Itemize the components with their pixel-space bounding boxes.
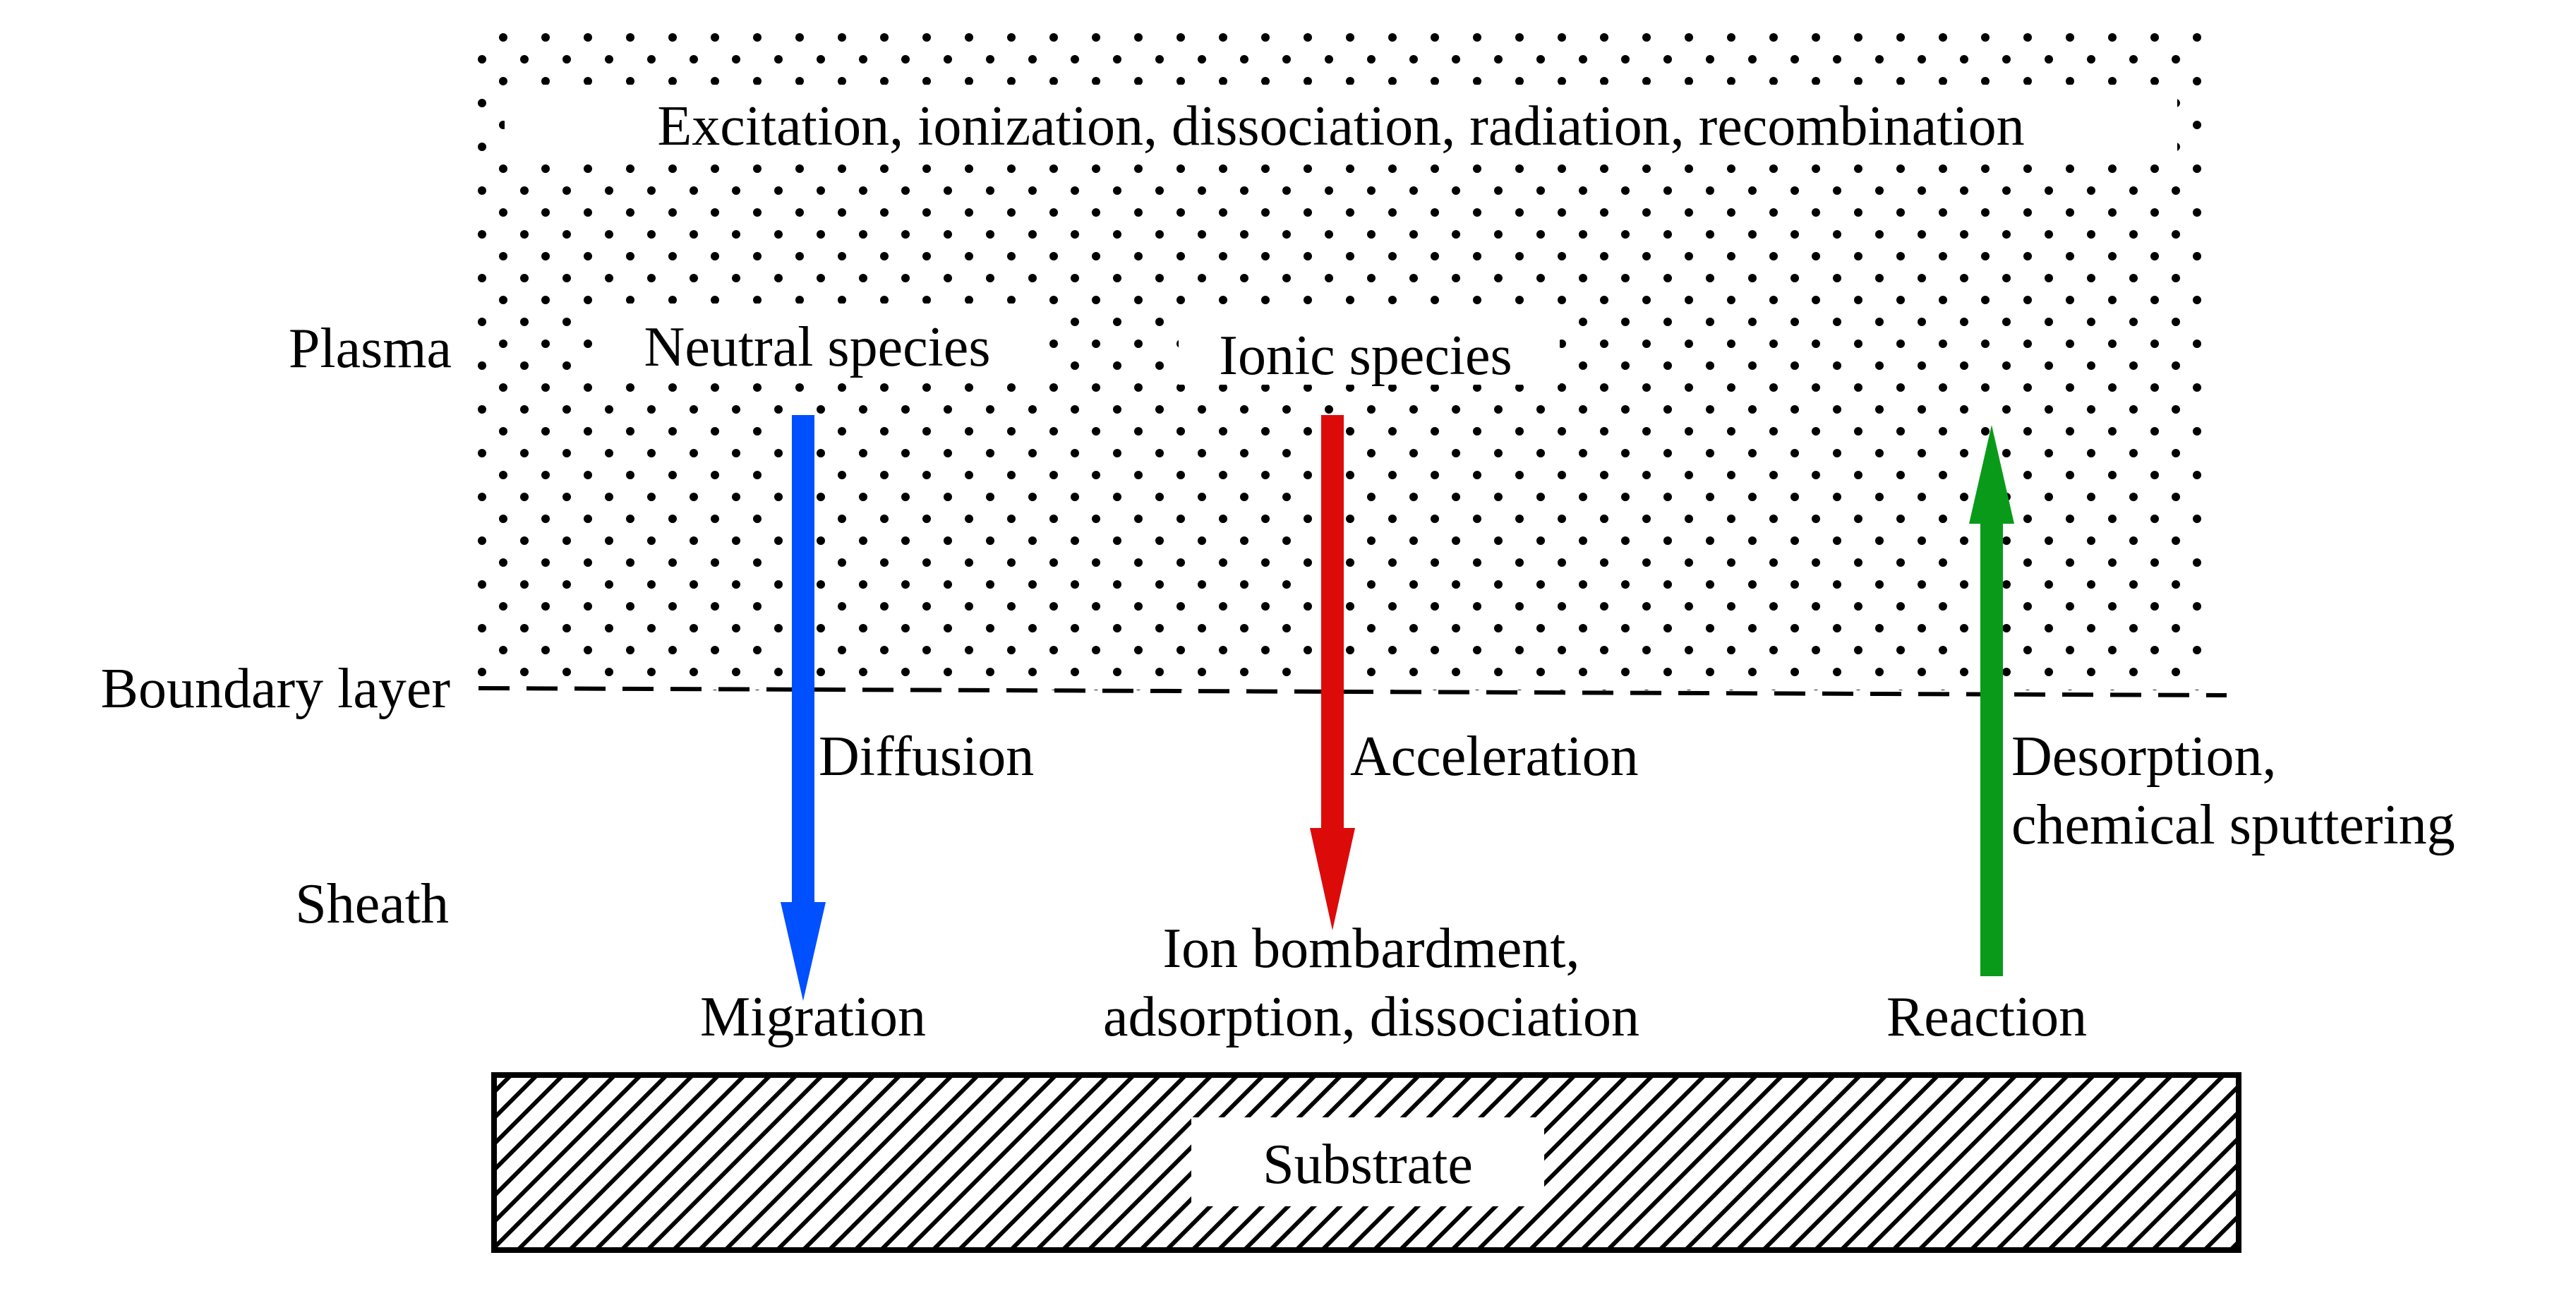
acceleration-label: Acceleration (1350, 726, 1639, 788)
neutral-arrow-shaft (792, 415, 814, 902)
ion-bombardment-label-line2: adsorption, dissociation (1103, 986, 1639, 1048)
desorption-label-line1: Desorption, (2011, 726, 2277, 788)
sheath-region-label: Sheath (295, 873, 449, 935)
boundary-layer-label: Boundary layer (101, 658, 450, 720)
ionic-arrow-head (1310, 828, 1355, 930)
substrate-block (491, 1072, 2241, 1253)
neutral-species-label: Neutral species (644, 316, 991, 378)
reaction-arrow-head (1969, 425, 2014, 524)
reaction-arrow-shaft (1980, 522, 2003, 976)
reaction-label: Reaction (1886, 986, 2087, 1048)
desorption-label-line2: chemical sputtering (2011, 794, 2455, 856)
neutral-species-arrow (781, 415, 826, 1001)
migration-label: Migration (700, 986, 926, 1048)
substrate-label: Substrate (1263, 1134, 1473, 1196)
ion-bombardment-label-line1: Ion bombardment, (1163, 918, 1580, 980)
neutral-arrow-head (781, 902, 826, 1001)
plasma-region-label: Plasma (289, 318, 452, 380)
reaction-products-arrow (1969, 425, 2014, 976)
diffusion-label: Diffusion (819, 726, 1034, 788)
ionic-arrow-shaft (1321, 415, 1344, 828)
plasma-processes-label: Excitation, ionization, dissociation, ra… (657, 95, 2024, 157)
ionic-species-label: Ionic species (1219, 325, 1512, 387)
boundary-layer-line (478, 686, 2227, 697)
ionic-species-arrow (1310, 415, 1355, 930)
